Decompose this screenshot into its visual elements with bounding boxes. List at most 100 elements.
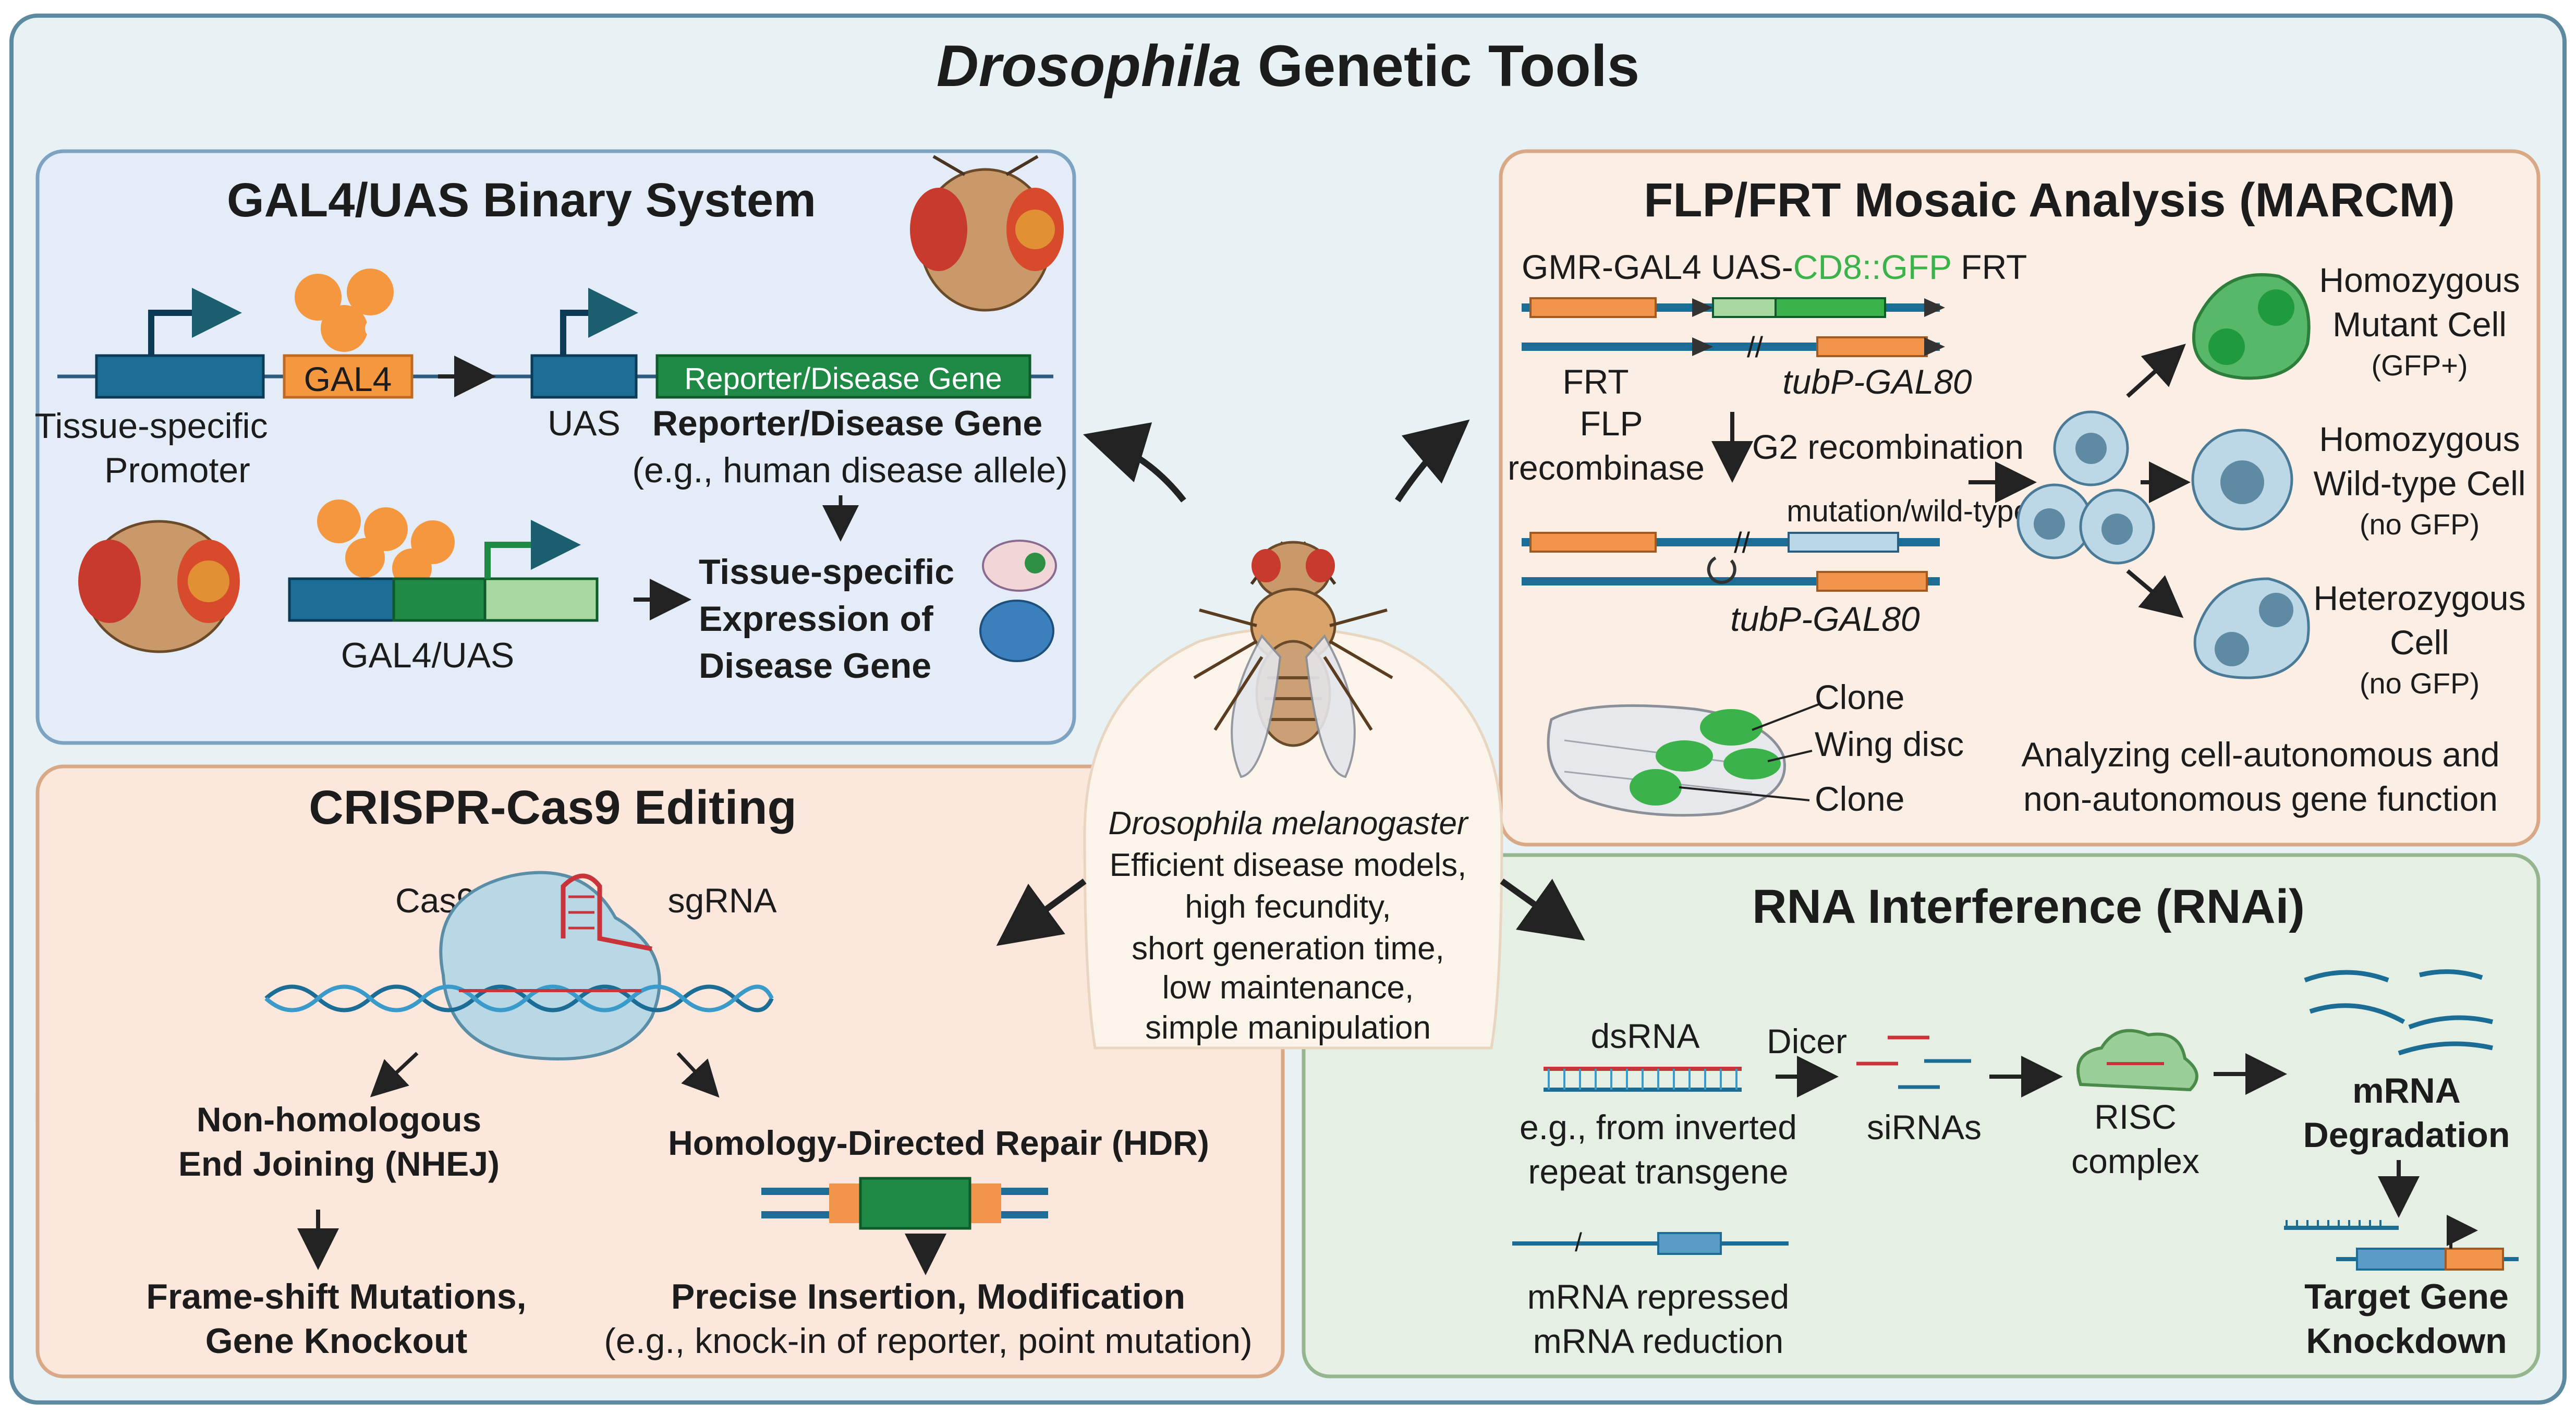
analysis-line-2: non-autonomous gene function (2023, 779, 2498, 818)
sirnas-label: siRNAs (1867, 1108, 1982, 1146)
rnai-heading: RNA Interference (RNAi) (1752, 880, 2305, 933)
wing-disc-icon (1547, 704, 1786, 817)
clone-label-1: Clone (1815, 678, 1904, 716)
heterozygous-cell-icon (2193, 577, 2310, 679)
homo-wt-line-2: Wild-type Cell (2313, 464, 2525, 503)
homo-wt-line-3: (no GFP) (2360, 508, 2480, 541)
expression-line-2: Expression of (699, 599, 933, 639)
break-mark-1: // (1747, 331, 1764, 363)
tissue-specific-label: Tissue-specific (34, 406, 268, 446)
flp-heading: FLP/FRT Mosaic Analysis (MARCM) (1644, 174, 2455, 227)
knockdown-line-1: Target Gene (2304, 1277, 2509, 1316)
het-line-3: (no GFP) (2360, 667, 2480, 700)
reporter-box (655, 354, 1031, 399)
dividing-cells-icon (2016, 410, 2155, 565)
uas-label: UAS (548, 404, 621, 443)
frameshift-line-1: Frame-shift Mutations, (146, 1277, 526, 1316)
crispr-heading: CRISPR-Cas9 Editing (309, 781, 796, 834)
expression-line-3: Disease Gene (699, 646, 931, 686)
construct-part-b: FRT (1951, 248, 2027, 286)
drosophila-icon (1193, 541, 1393, 778)
main-title: Drosophila Genetic Tools (937, 33, 1639, 99)
frt-label: FRT (1562, 362, 1629, 401)
wildtype-cell-icon (2191, 429, 2293, 531)
dicer-label: Dicer (1767, 1022, 1847, 1060)
center-line-2: high fecundity, (1185, 889, 1391, 925)
gal4-uas-construct (288, 499, 599, 622)
analysis-line-1: Analyzing cell-autonomous and (2021, 735, 2499, 774)
sgrna-label: sgRNA (667, 881, 776, 920)
knockdown-line-2: Knockdown (2306, 1321, 2507, 1361)
expression-line-1: Tissue-specific (699, 552, 954, 592)
homo-mutant-line-3: (GFP+) (2371, 349, 2468, 382)
g2-recombination-label: G2 recombination (1752, 428, 2024, 466)
gal4uas-label: GAL4/UAS (341, 636, 515, 675)
nhej-line-1: Non-homologous (197, 1100, 481, 1139)
center-line-1: Efficient disease models, (1110, 847, 1467, 883)
hdr-label: Homology-Directed Repair (HDR) (668, 1124, 1209, 1162)
nhej-line-2: End Joining (NHEJ) (178, 1144, 500, 1183)
center-line-4: low maintenance, (1162, 970, 1414, 1006)
uas-block (530, 354, 638, 399)
recombinase-label: recombinase (1508, 448, 1705, 487)
homo-wt-line-1: Homozygous (2319, 420, 2520, 458)
reporter-label: Reporter/Disease Gene (652, 404, 1042, 443)
gal4-protein-icon (295, 269, 394, 352)
fly-head-icon-2 (78, 520, 240, 653)
gal4-heading: GAL4/UAS Binary System (227, 174, 816, 227)
dna-double-helix (264, 984, 774, 1013)
repressed-line-2: mRNA reduction (1533, 1322, 1784, 1360)
eye-gfp-icon (1025, 553, 1046, 574)
target-gene-icon (2284, 1215, 2519, 1271)
mrna-degradation-line-2: Degradation (2303, 1115, 2510, 1155)
title-italic: Drosophila (937, 33, 1242, 99)
hdr-template-icon (761, 1177, 1048, 1230)
het-line-2: Cell (2390, 623, 2449, 662)
repressed-line-1: mRNA repressed (1527, 1277, 1790, 1316)
promoter-label: Promoter (104, 450, 250, 490)
crispr-panel (35, 764, 1285, 1379)
frameshift-line-2: Gene Knockout (205, 1321, 468, 1361)
brain-icon (979, 600, 1054, 662)
homo-mutant-line-2: Mutant Cell (2332, 305, 2507, 344)
tissue-promoter-block (95, 354, 265, 399)
eg-line-1: e.g., from inverted (1520, 1108, 1797, 1146)
mutation-label: mutation/wild-type (1787, 494, 2030, 528)
tubp-label-1: tubP-GAL80 (1782, 362, 1972, 401)
mrna-fragments-icon (2304, 969, 2494, 1056)
risc-line-2: complex (2071, 1142, 2200, 1180)
center-blob (1083, 627, 1503, 1050)
mrna-degradation-line-1: mRNA (2352, 1071, 2461, 1111)
sirna-icon (1856, 1035, 1971, 1089)
wing-disc-label: Wing disc (1815, 725, 1964, 763)
flp-label: FLP (1579, 404, 1643, 443)
reporter-box-label: Reporter/Disease Gene (684, 362, 1002, 396)
gal4-box-label: GAL4 (304, 360, 392, 398)
dsrna-icon (1544, 1067, 1742, 1092)
break-mark-2: // (1734, 526, 1751, 559)
eg-line-2: repeat transgene (1528, 1152, 1788, 1191)
construct-gfp: CD8::GFP (1793, 248, 1951, 286)
construct-label: GMR-GAL4 UAS-CD8::GFP FRT (1522, 248, 2027, 286)
rnai-panel (1302, 853, 2541, 1379)
gal4-box (283, 354, 414, 399)
tubp-label-2: tubP-GAL80 (1730, 600, 1920, 638)
title-rest: Genetic Tools (1242, 33, 1639, 99)
repressed-mrna-icon: / (1512, 1228, 1789, 1257)
construct-part-a: GMR-GAL4 UAS- (1522, 248, 1793, 286)
species-label: Drosophila melanogaster (1108, 806, 1469, 841)
break-mark-3: / (1575, 1228, 1582, 1257)
mutant-cell-icon (2192, 273, 2311, 380)
het-line-1: Heterozygous (2313, 579, 2525, 617)
fly-head-icon (910, 155, 1064, 312)
risc-line-1: RISC (2094, 1097, 2177, 1136)
precise-line-1: Precise Insertion, Modification (671, 1277, 1185, 1316)
center-line-5: simple manipulation (1145, 1010, 1431, 1046)
precise-line-2: (e.g., knock-in of reporter, point mutat… (604, 1321, 1253, 1361)
homo-mutant-line-1: Homozygous (2319, 261, 2520, 299)
clone-label-2: Clone (1815, 779, 1904, 818)
center-line-3: short generation time, (1132, 931, 1444, 967)
disease-example-label: (e.g., human disease allele) (632, 450, 1067, 490)
